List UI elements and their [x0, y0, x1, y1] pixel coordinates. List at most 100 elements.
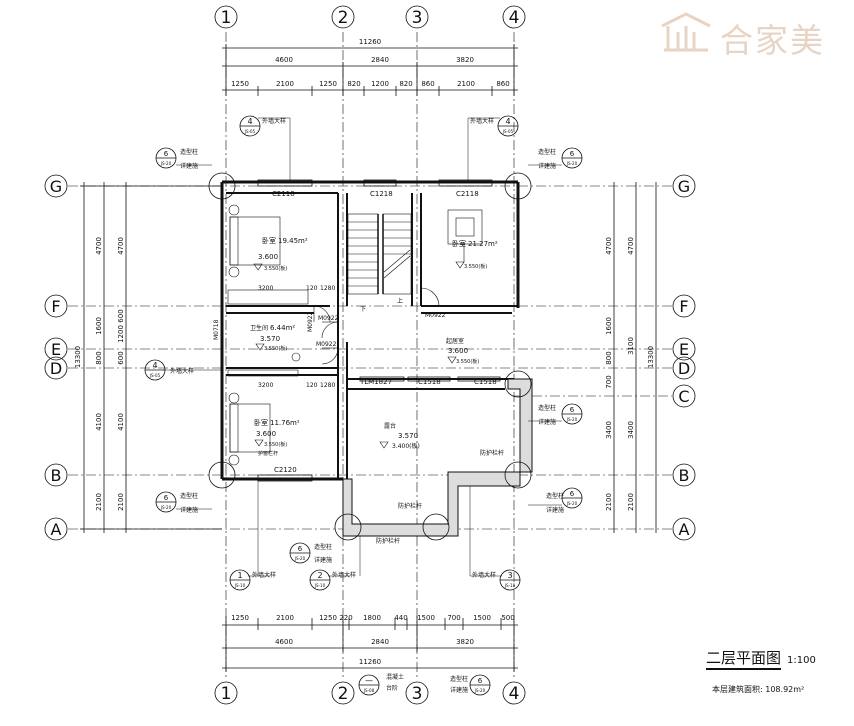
dimension-text: 3400: [627, 421, 635, 439]
dimension-text: 1250: [319, 614, 337, 622]
top-windows: [257, 179, 501, 482]
terrace-name: 露台: [384, 422, 396, 430]
horizontal-axis-lines: [68, 185, 672, 530]
door-label: M0922: [316, 341, 337, 348]
axis-label: 4: [509, 684, 520, 704]
callout-num: 3: [507, 571, 512, 580]
callout-num: 6: [478, 677, 483, 685]
dimension-text: 2100: [627, 493, 635, 511]
callout-ref: JS-20: [160, 161, 172, 166]
dimension-text: 440: [394, 614, 407, 622]
door-label: M0922: [307, 311, 314, 332]
dimension-text: 2100: [276, 80, 294, 88]
dimension-text: 1600: [95, 317, 103, 335]
dimension-text: 800: [95, 351, 103, 364]
callout-ref: JS-10: [314, 583, 326, 588]
doors: [313, 287, 440, 365]
axis-label: A: [679, 520, 690, 539]
rail-label: 防护栏杆: [398, 502, 422, 510]
door-label: M0922: [425, 312, 446, 319]
axis-label: A: [51, 520, 62, 539]
callout-ref: JS-05: [502, 129, 514, 134]
top-dimension-lines: [222, 44, 518, 96]
column-label: 详建施: [180, 506, 198, 514]
corridor-elev1: 3.600: [448, 347, 468, 355]
column-label: 详建施: [314, 556, 332, 564]
callout-num: 6: [164, 150, 169, 158]
axis-label: B: [679, 466, 690, 485]
bedroom3-area: 11.76m²: [270, 419, 300, 427]
dimension-text: 2100: [117, 493, 125, 511]
floor-area: 本层建筑面积: 108.92m²: [712, 684, 804, 695]
axis-circles: [44, 5, 696, 705]
bath-elev2: 3.550(板): [264, 345, 287, 352]
callout-circles: [144, 115, 583, 696]
callout-ref: JS-05: [244, 129, 256, 134]
dimension-text: 3400: [605, 421, 613, 439]
dimension-text: 11260: [359, 38, 381, 46]
dimension-text: 4700: [605, 237, 613, 255]
stair-up: 上: [397, 297, 403, 305]
dimension-text: 4600: [275, 56, 293, 64]
ext-detail-label: 外墙大样: [332, 571, 356, 579]
bath-elev1: 3.570: [260, 335, 280, 343]
floor-area-label: 本层建筑面积:: [712, 685, 763, 694]
dimension-text: 1200: [117, 325, 125, 343]
dimension-text: 2100: [276, 614, 294, 622]
callout-num: 4: [247, 117, 252, 126]
dimension-text: 700: [447, 614, 460, 622]
wall-dim: 1280: [320, 285, 335, 292]
callout-ref: JS-08: [363, 688, 375, 693]
ext-detail-label: 外墙大样: [472, 571, 496, 579]
dimension-text: 2100: [457, 80, 475, 88]
callout-num: 4: [505, 117, 510, 126]
callout-num: 6: [570, 150, 575, 158]
bedroom1-name: 卧室: [262, 236, 276, 245]
terrace-elev2: 3.400(板): [392, 442, 420, 450]
callout-ref: JS-20: [474, 688, 486, 693]
axis-label: 4: [509, 8, 520, 28]
brand-name: 合家美: [720, 21, 825, 60]
dimension-text: 1800: [363, 614, 381, 622]
callout-num: 4: [152, 361, 157, 370]
callout-ref: JS-20: [566, 417, 578, 422]
dimension-text: 600: [117, 351, 125, 364]
bed-furniture: [227, 204, 483, 466]
bedroom1-elev2: 3.550(板): [264, 265, 287, 272]
brand-logo: 合家美: [658, 10, 848, 60]
wall-dim: 120: [306, 382, 318, 389]
drawing-scale: 1:100: [787, 655, 816, 666]
dimension-text: 4700: [627, 237, 635, 255]
callout-num: 6: [570, 406, 575, 414]
ext-detail-label: 外墙大样: [470, 117, 494, 125]
column-label: 详建施: [538, 162, 556, 170]
axis-label: F: [51, 297, 60, 316]
window-label: C1518: [418, 378, 441, 386]
callout-ref: JS-05: [149, 373, 161, 378]
stair-note: 台阶: [386, 684, 398, 692]
dimension-text: 4600: [275, 638, 293, 646]
left-dimension-lines: [80, 182, 222, 533]
axis-label: D: [50, 359, 62, 378]
leader-lines: [163, 117, 562, 577]
column-label: 造型柱: [450, 675, 468, 683]
dimension-text: 2100: [95, 493, 103, 511]
column-label: 造型柱: [546, 492, 564, 500]
callout-ref: JS-20: [566, 161, 578, 166]
callout-ref: JS-10: [234, 583, 246, 588]
dimension-text: 1500: [473, 614, 491, 622]
column-label: 造型柱: [314, 543, 332, 551]
dimension-text: 4700: [117, 237, 125, 255]
callout-num: —: [365, 676, 373, 685]
axis-label: 1: [221, 8, 232, 28]
callout-ref: JS-10: [504, 583, 516, 588]
axis-label: 2: [338, 684, 349, 704]
dimension-text: 3820: [456, 638, 474, 646]
dimension-text: 4100: [95, 413, 103, 431]
window-label: C1218: [370, 190, 393, 198]
window-label: C2118: [272, 190, 295, 198]
window-label: C1518: [474, 378, 497, 386]
column-label: 详建施: [180, 162, 198, 170]
